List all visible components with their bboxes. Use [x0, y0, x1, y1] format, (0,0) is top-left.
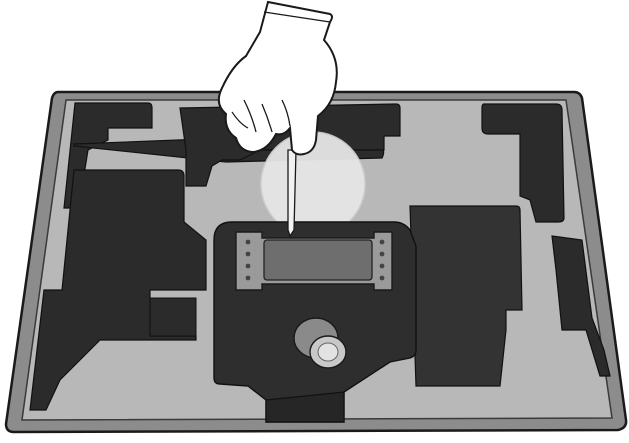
- probe-tool: [288, 150, 296, 236]
- connector: [264, 240, 372, 280]
- connector-bracket: [236, 232, 392, 290]
